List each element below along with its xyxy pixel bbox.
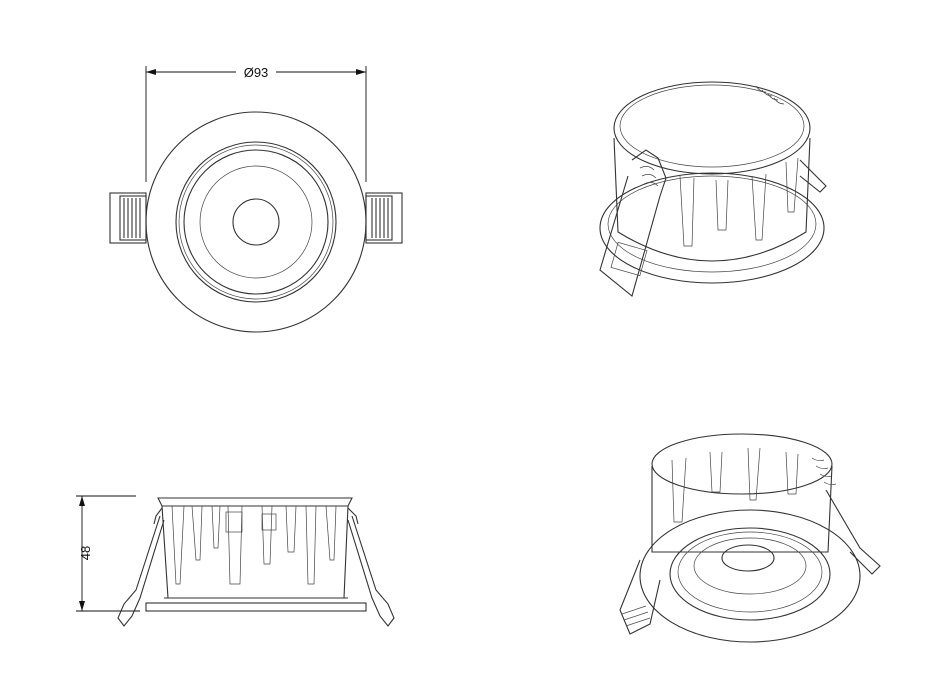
bezel-ring xyxy=(175,141,337,303)
iso-spring-left xyxy=(599,149,667,297)
iso-bottom-flange xyxy=(639,509,861,643)
right-clip-side xyxy=(347,507,395,627)
iso-bottom-spring-right xyxy=(811,457,881,575)
side-view: 48 xyxy=(76,495,395,627)
height-label: 48 xyxy=(78,546,93,560)
right-spring-clip xyxy=(365,192,403,244)
reflector-ring xyxy=(199,165,313,279)
top-view: Ø93 xyxy=(109,64,403,333)
lens-mesh xyxy=(232,198,280,246)
outer-flange-ring xyxy=(145,111,367,333)
iso-view-bottom xyxy=(619,433,881,643)
left-spring-clip xyxy=(109,192,147,244)
iso-view-top xyxy=(599,81,827,297)
iso-top-cap xyxy=(613,81,811,175)
iso-spring-right xyxy=(755,85,827,193)
left-clip-side xyxy=(117,507,165,627)
iso-flange xyxy=(599,172,825,284)
diameter-dimension: Ø93 xyxy=(145,64,367,182)
diameter-label: Ø93 xyxy=(244,65,269,80)
heatsink-body xyxy=(157,497,353,599)
iso-lens-mesh xyxy=(721,544,775,572)
flange xyxy=(145,602,367,612)
height-dimension: 48 xyxy=(76,495,140,612)
iso-bottom-clip-left xyxy=(619,559,661,635)
